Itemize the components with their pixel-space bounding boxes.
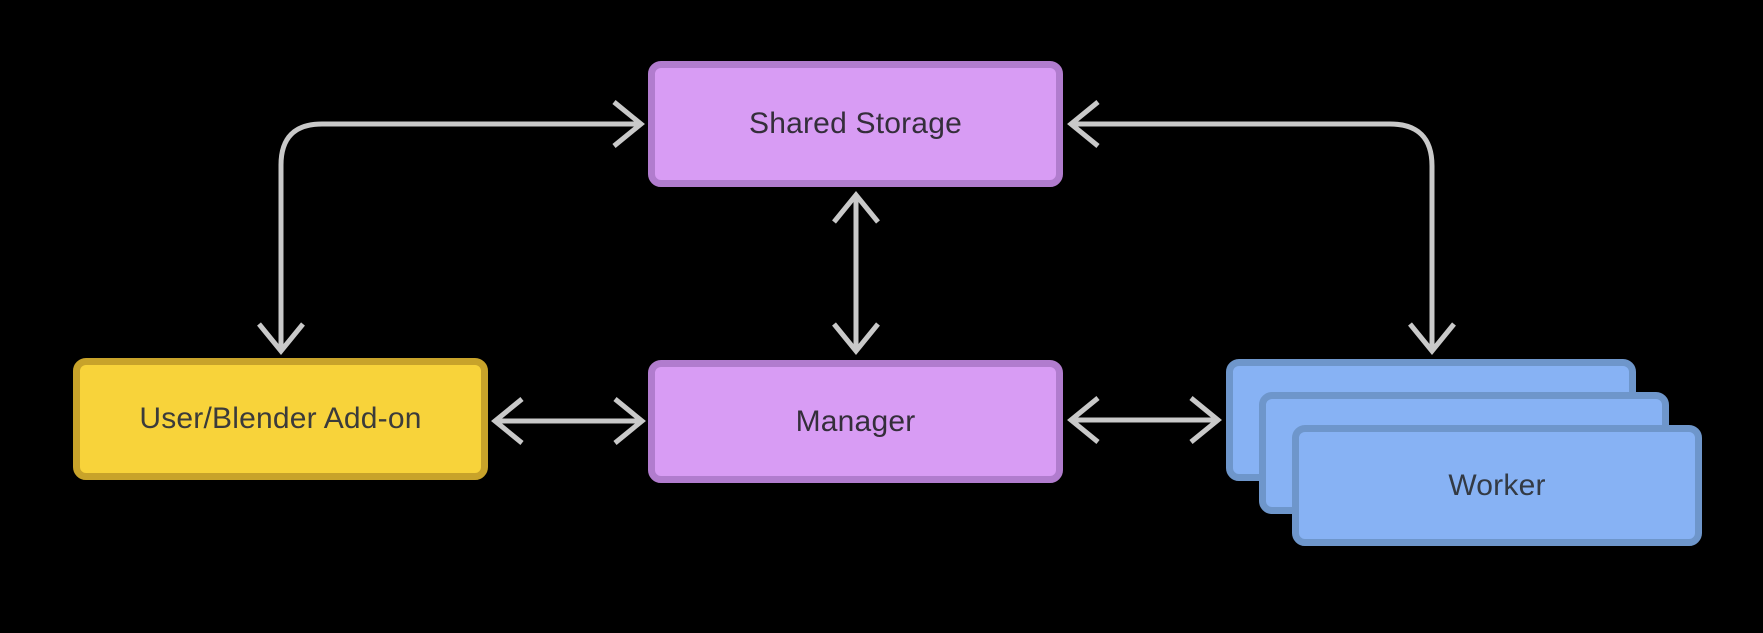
node-manager-label: Manager (795, 404, 916, 438)
node-user-blender-addon: User/Blender Add-on (73, 358, 488, 480)
node-user-blender-addon-label: User/Blender Add-on (139, 402, 422, 435)
node-shared-storage: Shared Storage (648, 61, 1063, 187)
node-manager: Manager (648, 360, 1063, 483)
connector-manager-worker (1067, 396, 1222, 444)
connector-useraddon-sharedstorage (257, 100, 645, 355)
connector-sharedstorage-manager (832, 191, 880, 355)
node-shared-storage-label: Shared Storage (749, 107, 962, 140)
worker-card-front: Worker (1292, 425, 1702, 546)
connector-worker-sharedstorage (1067, 100, 1456, 355)
node-worker-label: Worker (1448, 468, 1546, 502)
connector-useraddon-manager (491, 397, 646, 445)
